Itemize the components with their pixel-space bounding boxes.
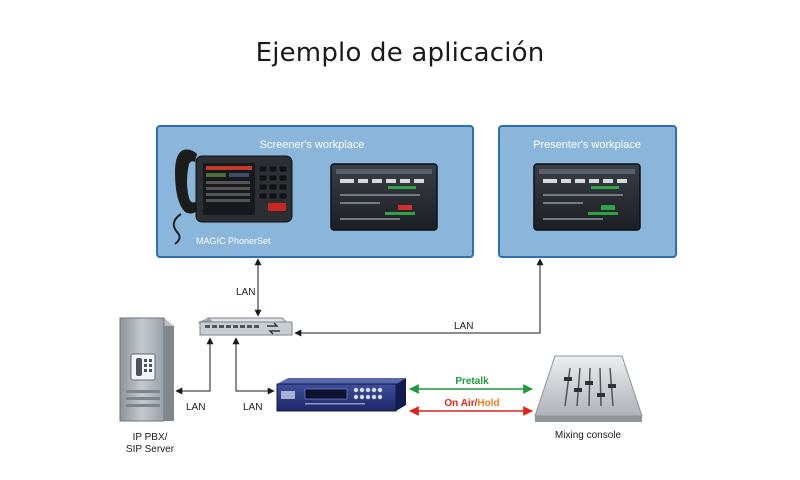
lan-link-device: [232, 337, 275, 395]
phoneset-label: MAGIC PhonerSet: [196, 236, 271, 246]
on-air-hold-label: On Air/Hold: [444, 398, 499, 409]
pbx-label-line2: SIP Server: [126, 444, 175, 455]
presenter-monitor-icon: [533, 163, 641, 231]
lan-label-presenter: LAN: [454, 321, 473, 332]
pbx-server-icon: [119, 317, 174, 422]
hold-label: Hold: [477, 398, 499, 409]
network-switch-icon: [198, 317, 294, 336]
screener-monitor-icon: [330, 163, 438, 231]
lan-label-device: LAN: [243, 402, 262, 413]
phoneset-icon: [172, 149, 293, 245]
on-air-label: On Air: [444, 398, 474, 409]
pretalk-label: Pretalk: [455, 376, 489, 387]
audio-device-icon: [276, 378, 406, 412]
lan-link-presenter: [294, 258, 544, 337]
mixing-console-label: Mixing console: [555, 430, 622, 441]
presenter-workplace: Presenter's workplace: [498, 125, 677, 258]
presenter-workplace-label: Presenter's workplace: [533, 139, 641, 151]
pbx-label-line1: IP PBX/: [133, 432, 168, 443]
lan-link-pbx: [175, 337, 214, 395]
lan-label-pbx: LAN: [186, 402, 205, 413]
slash-label: /: [475, 398, 478, 409]
screener-workplace-label: Screener's workplace: [260, 139, 365, 151]
page-title: Ejemplo de aplicación: [255, 38, 545, 68]
screener-workplace: Screener's workplace MAGIC PhonerSet: [156, 125, 474, 258]
mixing-console-icon: [534, 355, 643, 422]
lan-label-screener: LAN: [236, 287, 255, 298]
